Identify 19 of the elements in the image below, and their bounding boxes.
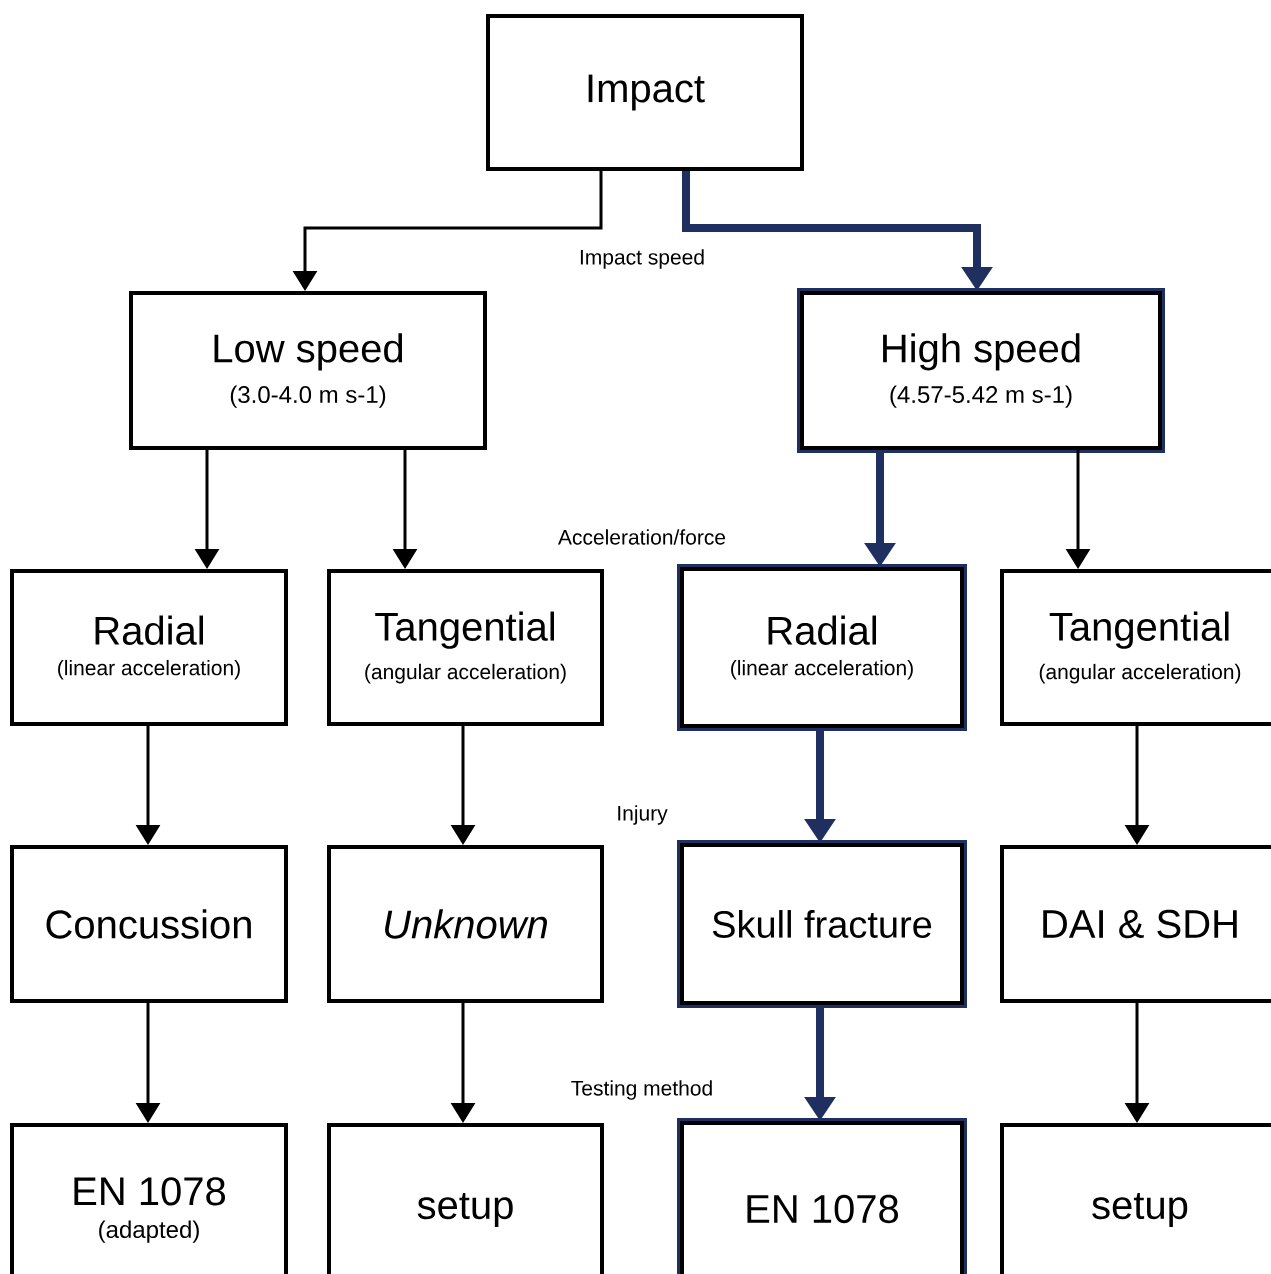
process-box: Radial (linear acceleration) [10, 569, 288, 726]
process-box: setup [327, 1123, 604, 1274]
process-box: setup [1000, 1123, 1271, 1274]
process-box: EN 1078 [677, 1118, 967, 1274]
level-label: Injury [618, 805, 668, 825]
process-box: Impact [486, 14, 804, 171]
level-label: Acceleration/force [558, 529, 726, 545]
process-box: Concussion [10, 845, 288, 1003]
level-label: Testing method [571, 1080, 712, 1100]
process-box: Skull fracture [677, 840, 967, 1008]
process-box: Low speed (3.0-4.0 m s-1) [129, 291, 487, 450]
level-label: Impact speed [580, 249, 704, 269]
process-box: High speed (4.57-5.42 m s-1) [797, 288, 1165, 453]
process-box: EN 1078 (adapted) [10, 1123, 288, 1274]
process-box: Unknown [327, 845, 604, 1003]
process-box: Tangential (angular acceleration) [1000, 569, 1271, 726]
process-box: DAI & SDH [1000, 845, 1271, 1003]
process-box: Tangential (angular acceleration) [327, 569, 604, 726]
process-box: Radial (linear acceleration) [677, 564, 967, 731]
